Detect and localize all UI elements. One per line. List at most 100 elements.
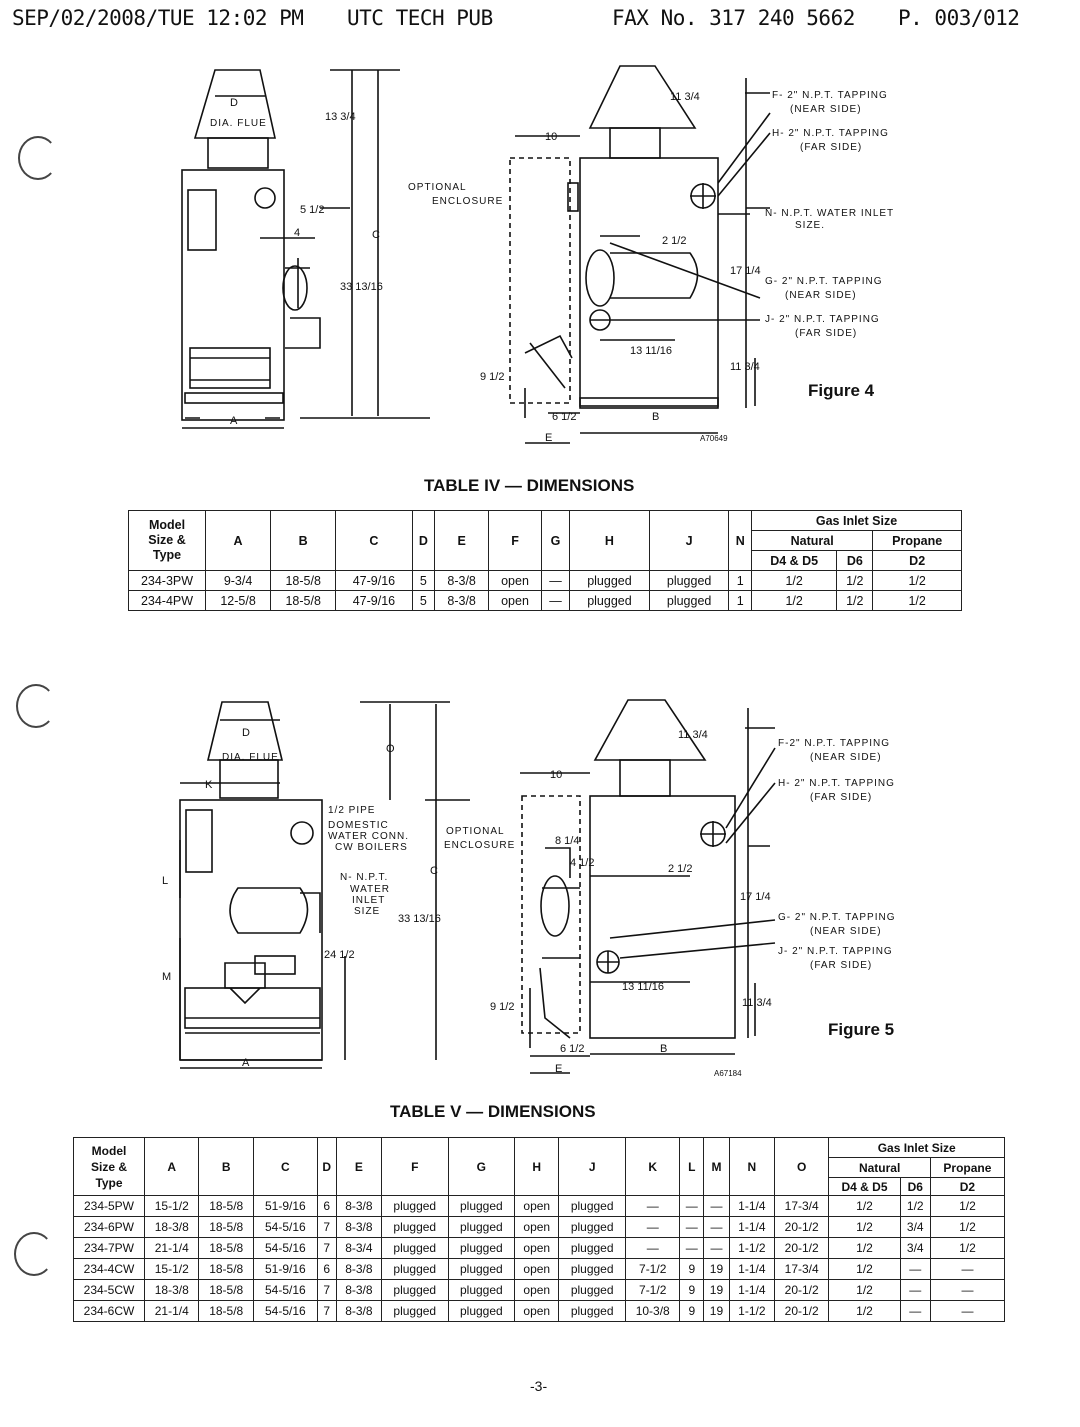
- fig5-half-pipe: 1/2 PIPE: [328, 805, 375, 816]
- fig4-enclosure: ENCLOSURE: [432, 196, 503, 207]
- table5-sub-d6: D6: [899, 1177, 931, 1196]
- table-cell: 19: [703, 1258, 730, 1280]
- table4-title: TABLE IV — DIMENSIONS: [424, 476, 635, 495]
- table-cell: open: [514, 1237, 560, 1259]
- table4-col-f: F: [488, 510, 542, 571]
- fig5-dim-11-3-4: 11 3/4: [742, 997, 772, 1009]
- figure5-right-labels: 11 3/4 10 OPTIONAL ENCLOSURE 8 1/4 4 1/2…: [444, 729, 772, 1078]
- fig5-dim-b: B: [660, 1043, 667, 1055]
- table-cell: 9: [679, 1300, 705, 1322]
- fig5-dim-o: O: [386, 743, 395, 755]
- table5-col-c: C: [252, 1137, 318, 1196]
- table-cell: 234-5CW: [73, 1279, 145, 1301]
- table-cell: 21-1/4: [143, 1237, 200, 1259]
- table-cell: plugged: [447, 1258, 516, 1280]
- table5-natural: Natural: [828, 1157, 931, 1178]
- table-cell: 20-1/2: [773, 1237, 830, 1259]
- table-cell: 18-5/8: [198, 1216, 254, 1238]
- fig5-cw-boilers: CW BOILERS: [335, 842, 408, 853]
- table5-model-header: Model Size & Type: [73, 1137, 145, 1196]
- table-cell: 7-1/2: [624, 1279, 681, 1301]
- table-cell: 1-1/2: [728, 1300, 775, 1322]
- table5-sub-d2: D2: [929, 1177, 1006, 1196]
- table5-col-f: F: [380, 1137, 449, 1196]
- hole-punch-mark: [16, 684, 56, 728]
- fig5-dim-9-1-2: 9 1/2: [490, 1001, 514, 1013]
- table-cell: —: [899, 1300, 931, 1322]
- fig5-dim-17-1-4: 17 1/4: [740, 891, 771, 903]
- table-cell: —: [899, 1279, 931, 1301]
- table-cell: 1/2: [929, 1216, 1006, 1238]
- table-cell: 20-1/2: [773, 1216, 830, 1238]
- table-cell: 18-5/8: [198, 1195, 254, 1217]
- fig5-dim-l: L: [162, 875, 168, 887]
- fig4-dim-4: 4: [294, 227, 300, 239]
- fig5-dim-8-1-4: 8 1/4: [555, 835, 579, 847]
- table5-col-n: N: [728, 1137, 775, 1196]
- table-cell: plugged: [380, 1195, 449, 1217]
- fig5-dim-a: A: [242, 1057, 250, 1069]
- table4-col-e: E: [434, 510, 490, 571]
- fig5-dim-e: E: [555, 1063, 562, 1075]
- hole-punch-mark: [18, 136, 58, 180]
- figure4-label: Figure 4: [808, 381, 875, 400]
- fig5-water: WATER: [350, 884, 390, 895]
- fig4-callout-f-sub: (NEAR SIDE): [790, 104, 862, 115]
- fig5-callout-h-sub: (FAR SIDE): [810, 792, 872, 803]
- table-cell: plugged: [558, 1279, 626, 1301]
- table-cell: 1/2: [828, 1216, 901, 1238]
- table-cell: —: [679, 1195, 705, 1217]
- table5-col-b: B: [198, 1137, 254, 1196]
- table-cell: 18-5/8: [198, 1258, 254, 1280]
- figure4-drawing: D DIA. FLUE 13 3/4 5 1/2 4 C 33 13/16 A …: [181, 65, 893, 444]
- fax-header: SEP/02/2008/TUE 12:02 PM UTC TECH PUB FA…: [12, 6, 1068, 32]
- table-cell: —: [703, 1195, 730, 1217]
- fig4-callout-j-sub: (FAR SIDE): [795, 328, 857, 339]
- table-cell: 234-4CW: [73, 1258, 145, 1280]
- fig5-callout-g: G- 2" N.P.T. TAPPING: [778, 912, 895, 923]
- table-cell: 51-9/16: [252, 1258, 318, 1280]
- table5-gas-header: Gas Inlet Size: [828, 1137, 1005, 1158]
- fig5-code: A67184: [714, 1069, 742, 1078]
- table-cell: 1-1/4: [728, 1195, 775, 1217]
- table-cell: plugged: [380, 1216, 449, 1238]
- table-cell: 18-3/8: [143, 1216, 200, 1238]
- fig5-callout-f-sub: (NEAR SIDE): [810, 752, 882, 763]
- fig4-dim-9-1-2: 9 1/2: [480, 371, 504, 383]
- table-cell: —: [624, 1216, 681, 1238]
- table-cell: plugged: [447, 1279, 516, 1301]
- fig4-dim-6-1-2: 6 1/2: [552, 411, 576, 423]
- fig4-dim-d: D: [230, 97, 238, 109]
- fig4-dim-17-1-4: 17 1/4: [730, 265, 761, 277]
- table-cell: —: [929, 1300, 1006, 1322]
- table-cell: 17-3/4: [773, 1195, 830, 1217]
- table4-sub-d6: D6: [836, 550, 874, 571]
- table-cell: 1/2: [828, 1279, 901, 1301]
- fig4-callout-h: H- 2" N.P.T. TAPPING: [772, 128, 889, 139]
- table-cell: 6: [316, 1258, 337, 1280]
- table-cell: —: [624, 1237, 681, 1259]
- table-cell: 18-5/8: [198, 1300, 254, 1322]
- fig5-dim-k: K: [205, 779, 213, 791]
- table-cell: plugged: [380, 1279, 449, 1301]
- table-cell: 234-6CW: [73, 1300, 145, 1322]
- fig5-enclosure: ENCLOSURE: [444, 840, 515, 851]
- table-cell: 8-3/8: [335, 1300, 382, 1322]
- table-cell: 1/2: [929, 1237, 1006, 1259]
- table5-col-j: J: [558, 1137, 626, 1196]
- fig4-callout-g: G- 2" N.P.T. TAPPING: [765, 276, 882, 287]
- table-cell: —: [703, 1237, 730, 1259]
- fig5-optional: OPTIONAL: [446, 826, 505, 837]
- fax-number: FAX No. 317 240 5662: [612, 6, 855, 30]
- table5-sub-d4d5: D4 & D5: [828, 1177, 901, 1196]
- table-cell: 8-3/8: [335, 1279, 382, 1301]
- table-cell: plugged: [447, 1216, 516, 1238]
- table5-title: TABLE V — DIMENSIONS: [390, 1102, 596, 1121]
- table-cell: 234-6PW: [73, 1216, 145, 1238]
- table-cell: —: [679, 1237, 705, 1259]
- fig5-dim-10: 10: [550, 769, 562, 781]
- table-cell: 18-5/8: [198, 1279, 254, 1301]
- table5-col-a: A: [143, 1137, 200, 1196]
